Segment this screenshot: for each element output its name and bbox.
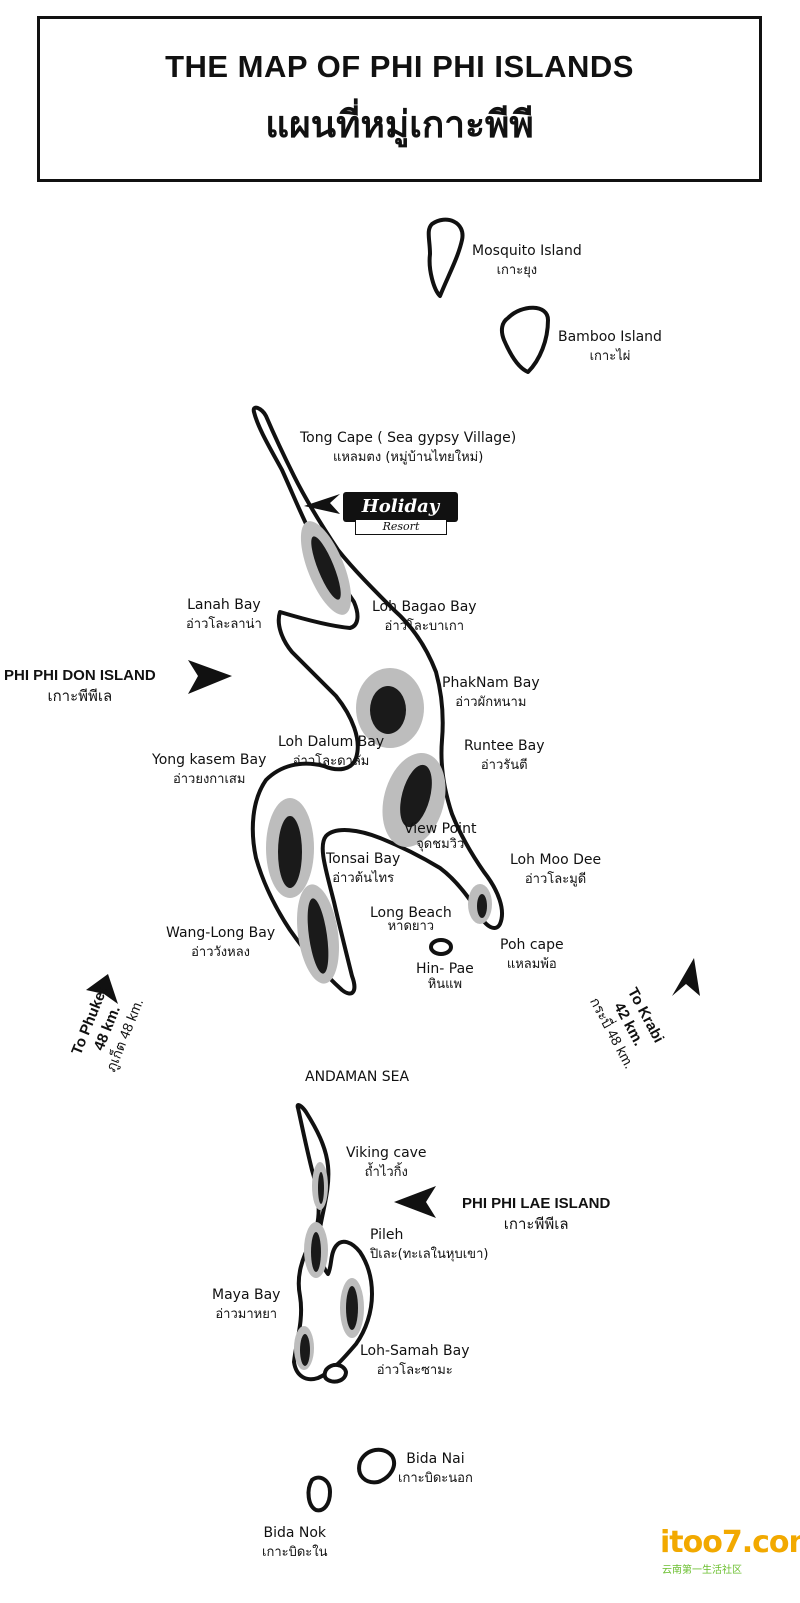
- watermark-sub: 云南第一生活社区: [662, 1565, 742, 1576]
- holiday-inn-logo: Holiday Inn Resort: [343, 492, 458, 547]
- holiday-inn-arrow-icon: [304, 494, 340, 514]
- watermark-main: itoo7.com: [660, 1525, 800, 1560]
- lae-islet: [322, 1363, 348, 1384]
- title-box: THE MAP OF PHI PHI ISLANDS แผนที่หมู่เกา…: [37, 16, 762, 182]
- label-tong-cape: Tong Cape ( Sea gypsy Village)แหลมตง (หม…: [300, 430, 517, 465]
- bida-nai-shape: [357, 1447, 397, 1485]
- bida-nok-shape: [306, 1475, 332, 1513]
- watermark: itoo7.com 云南第一生活社区: [660, 1525, 800, 1576]
- hin-pae-rock: [429, 938, 453, 956]
- don-island-arrow-icon: [188, 660, 232, 694]
- hills: [266, 521, 492, 1370]
- krabi-arrow-icon: [672, 958, 700, 996]
- logo-sub-text: Resort: [355, 520, 447, 535]
- map-title-en: THE MAP OF PHI PHI ISLANDS: [165, 49, 634, 84]
- mosquito-island-shape: [426, 217, 465, 298]
- lae-island-arrow-icon: [394, 1186, 436, 1218]
- logo-main-text: Holiday Inn: [343, 492, 458, 547]
- bamboo-island-shape: [499, 305, 550, 374]
- phuket-arrow-icon: [86, 974, 118, 1004]
- label-andaman-sea: ANDAMAN SEA: [305, 1069, 410, 1085]
- map-title-th: แผนที่หมู่เกาะพีพี: [265, 103, 534, 146]
